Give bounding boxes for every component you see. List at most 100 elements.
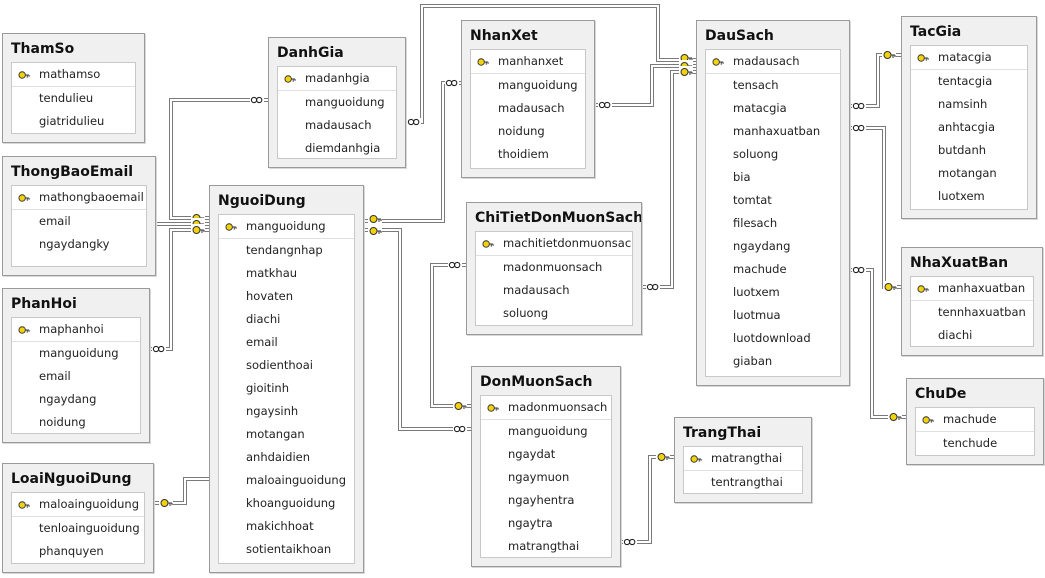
column-row[interactable]: maloainguoidung (219, 469, 354, 492)
column-row[interactable]: machude (706, 258, 840, 281)
primary-key-icon (18, 501, 30, 509)
column-row[interactable]: ngaydangky (12, 233, 146, 256)
column-row[interactable]: makichhoat (219, 515, 354, 538)
column-row[interactable]: madausach (476, 279, 632, 302)
column-name: luotmua (733, 308, 781, 322)
column-row[interactable]: giatridulieu (12, 110, 135, 133)
column-row[interactable]: tenchude (916, 432, 1034, 455)
column-row[interactable]: tennhaxuatban (911, 301, 1033, 324)
column-row[interactable]: thoidiem (471, 143, 585, 166)
column-row[interactable]: tensach (706, 74, 840, 97)
column-row[interactable]: tendulieu (12, 87, 135, 110)
column-row[interactable]: email (219, 331, 354, 354)
column-row[interactable]: sotientaikhoan (219, 538, 354, 561)
column-row[interactable]: madausach (278, 114, 396, 137)
primary-key-icon (18, 194, 30, 202)
column-row[interactable]: anhtacgia (911, 116, 1027, 139)
primary-key-column[interactable]: manhaxuatban (911, 277, 1033, 301)
column-row[interactable]: namsinh (911, 93, 1027, 116)
column-row[interactable]: khoanguoidung (219, 492, 354, 515)
primary-key-column[interactable]: manhanxet (471, 50, 585, 74)
column-row[interactable]: sodienthoai (219, 354, 354, 377)
column-row[interactable]: soluong (706, 143, 840, 166)
column-row[interactable]: tomtat (706, 189, 840, 212)
primary-key-column[interactable]: machude (916, 408, 1034, 432)
column-row[interactable]: matacgia (706, 97, 840, 120)
column-row[interactable]: manguoidung (481, 420, 611, 443)
column-row[interactable]: luotmua (706, 304, 840, 327)
column-row[interactable]: tendangnhap (219, 239, 354, 262)
column-row[interactable]: manguoidung (471, 74, 585, 97)
column-row[interactable]: bia (706, 166, 840, 189)
column-row[interactable]: noidung (12, 411, 140, 433)
column-row[interactable]: matkhau (219, 262, 354, 285)
column-row[interactable]: ngaydang (12, 388, 140, 411)
column-row[interactable]: diachi (911, 324, 1033, 346)
many-infinity-icon (852, 102, 866, 110)
column-row[interactable]: butdanh (911, 139, 1027, 162)
column-row[interactable]: luotdownload (706, 327, 840, 350)
column-row[interactable]: ngaytra (481, 512, 611, 535)
column-row[interactable]: madonmuonsach (476, 256, 632, 279)
column-row[interactable]: soluong (476, 302, 632, 325)
column-row[interactable]: email (12, 210, 146, 233)
primary-key-column[interactable]: matacgia (911, 46, 1027, 70)
column-row[interactable]: tenloainguoidung (12, 517, 144, 540)
column-row[interactable]: manhaxuatban (706, 120, 840, 143)
primary-key-column[interactable]: machitietdonmuonsach (476, 232, 632, 256)
primary-key-column[interactable]: matrangthai (684, 447, 802, 471)
column-row[interactable]: ngaydang (706, 235, 840, 258)
column-row[interactable]: madausach (471, 97, 585, 120)
column-row[interactable]: ngaymuon (481, 466, 611, 489)
column-row[interactable]: phanquyen (12, 540, 144, 563)
column-row[interactable]: motangan (219, 423, 354, 446)
column-row[interactable]: ngaydat (481, 443, 611, 466)
column-name: machude (733, 262, 787, 276)
primary-key-column[interactable]: mathamso (12, 63, 135, 87)
primary-key-column[interactable]: madonmuonsach (481, 396, 611, 420)
column-row[interactable]: matrangthai (481, 535, 611, 557)
column-row[interactable]: diemdanhgia (278, 137, 396, 158)
column-row[interactable]: hovaten (219, 285, 354, 308)
primary-key-column[interactable]: madanhgia (278, 67, 396, 91)
column-row[interactable]: noidung (471, 120, 585, 143)
column-row[interactable]: gioitinh (219, 377, 354, 400)
column-row[interactable]: ngaysinh (219, 400, 354, 423)
column-name: ngaydat (508, 447, 556, 461)
primary-key-column[interactable]: maphanhoi (12, 318, 140, 342)
column-row[interactable]: luotxem (706, 281, 840, 304)
column-row[interactable]: giaban (706, 350, 840, 373)
column-row[interactable]: manguoidung (278, 91, 396, 114)
primary-key-column[interactable]: manguoidung (219, 215, 354, 239)
column-row[interactable]: email (12, 365, 140, 388)
column-row[interactable]: tentacgia (911, 70, 1027, 93)
column-row[interactable]: ngayhentra (481, 489, 611, 512)
column-row[interactable]: tentrangthai (684, 471, 802, 493)
primary-key-column[interactable]: maloainguoidung (12, 493, 144, 517)
column-row[interactable]: manguoidung (12, 342, 140, 365)
column-row[interactable]: diachi (219, 308, 354, 331)
column-row[interactable]: filesach (706, 212, 840, 235)
primary-key-column[interactable]: madausach (706, 50, 840, 74)
primary-key-column[interactable]: mathongbaoemail (12, 186, 146, 210)
column-row[interactable]: luotxem (911, 185, 1027, 208)
column-row[interactable]: anhdaidien (219, 446, 354, 469)
column-row[interactable]: motangan (911, 162, 1027, 185)
table-title: TacGia (910, 24, 962, 40)
